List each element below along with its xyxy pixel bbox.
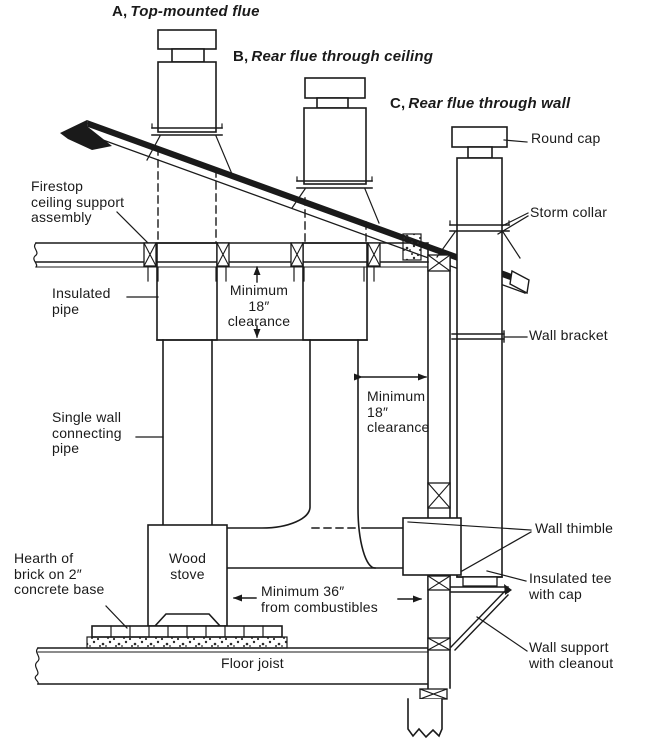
label-wood-stove: Wood stove	[168, 550, 207, 582]
clearance-arrows	[233, 266, 427, 603]
label-wall-support: Wall support with cleanout	[529, 639, 614, 671]
label-insulated-pipe: Insulated pipe	[52, 285, 111, 317]
pipe-b-top	[291, 77, 380, 224]
label-firestop: Firestop ceiling support assembly	[31, 178, 125, 225]
exterior-wall	[407, 246, 451, 739]
section-c-title: Rear flue through wall	[408, 95, 571, 112]
section-b-prefix: B,	[233, 48, 249, 65]
leader-lines	[105, 139, 532, 652]
label-insulated-tee: Insulated tee with cap	[529, 570, 612, 602]
ceiling-band	[33, 242, 429, 282]
label-min-clearance-wall: Minimum 18″ clearance	[367, 388, 430, 435]
section-label-c: C,Rear flue through wall	[390, 95, 570, 112]
wood-stove-box	[147, 524, 228, 627]
section-a-prefix: A,	[112, 3, 128, 20]
label-storm-collar: Storm collar	[530, 204, 608, 220]
roof-fascia	[509, 269, 530, 295]
label-min-combustibles: Minimum 36″ from combustibles	[261, 583, 378, 615]
label-min-clearance-ceiling: Minimum 18″ clearance	[227, 282, 291, 329]
label-single-wall: Single wall connecting pipe	[52, 409, 122, 456]
label-wall-thimble: Wall thimble	[535, 520, 614, 536]
section-label-a: A,Top-mounted flue	[112, 3, 260, 20]
pipe-c	[436, 126, 521, 578]
label-wall-bracket: Wall bracket	[529, 327, 608, 343]
insulated-tee-assembly	[450, 576, 512, 651]
floor-band	[34, 647, 429, 685]
label-hearth: Hearth of brick on 2″ concrete base	[14, 550, 105, 597]
label-round-cap: Round cap	[531, 130, 601, 146]
wall-bracket-hardware	[451, 330, 505, 343]
single-wall-pipes	[162, 339, 404, 569]
pipe-a-top	[146, 29, 233, 175]
section-label-b: B,Rear flue through ceiling	[233, 48, 433, 65]
insulation-block	[402, 233, 422, 261]
section-b-title: Rear flue through ceiling	[251, 48, 434, 65]
section-c-prefix: C,	[390, 95, 406, 112]
attic-hidden-pipe-edges	[157, 147, 367, 244]
wall-thimble-box	[402, 517, 462, 576]
hearth-bricks	[86, 625, 288, 649]
section-a-title: Top-mounted flue	[130, 3, 260, 20]
label-floor-joist: Floor joist	[221, 655, 284, 671]
